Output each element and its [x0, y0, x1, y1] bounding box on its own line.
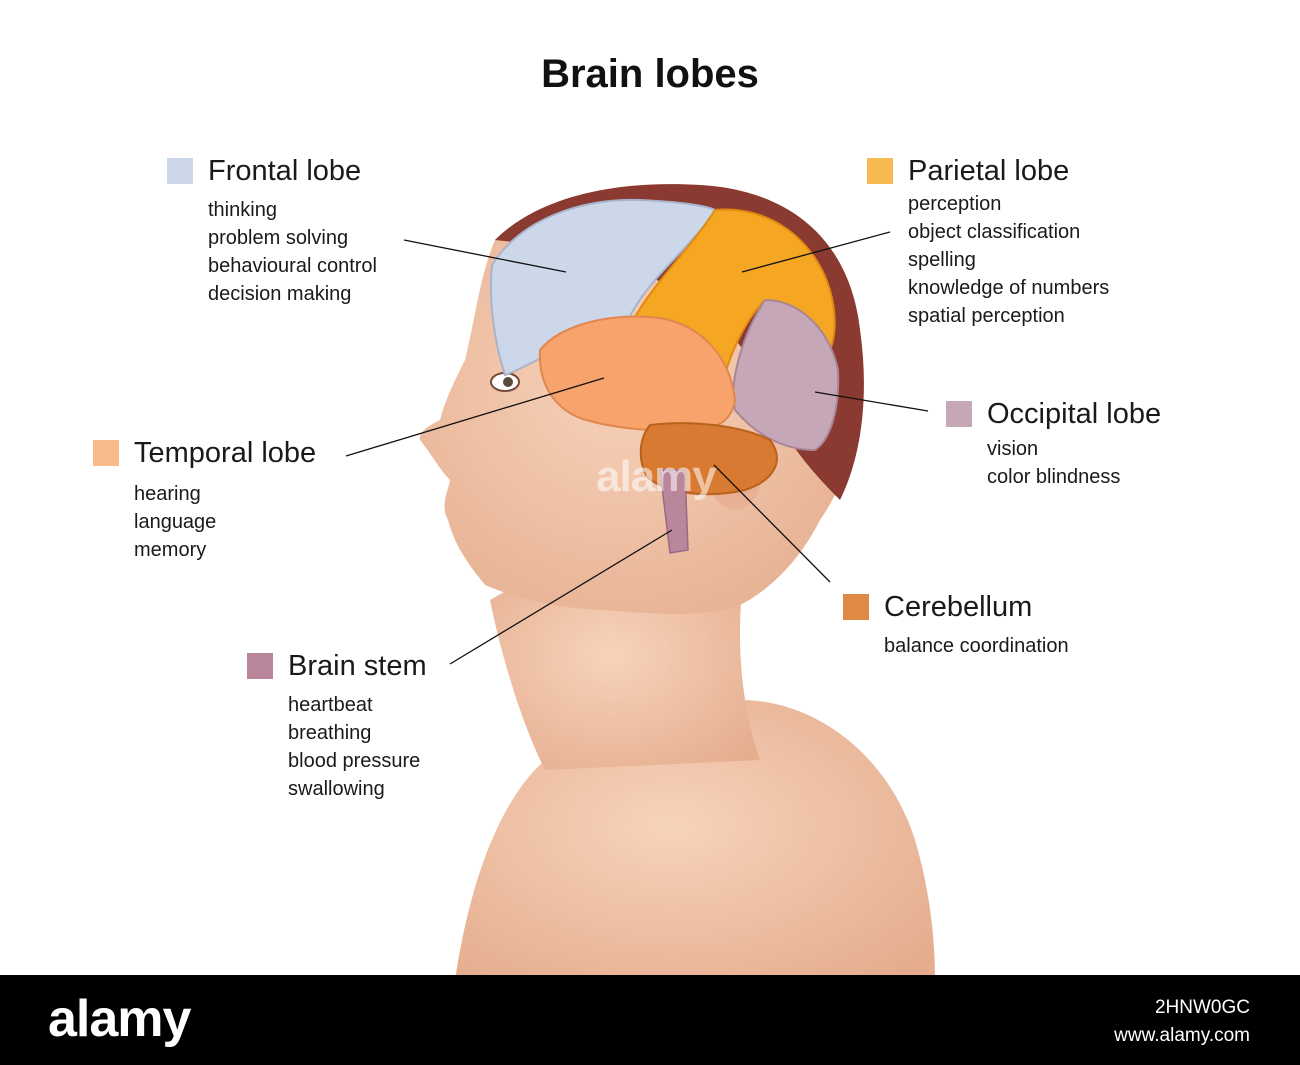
- page-title: Brain lobes: [541, 52, 759, 96]
- shoulders: [455, 700, 935, 975]
- label-temporal-lobe: Temporal lobe hearing language memory: [93, 436, 316, 564]
- brainstem-name: Brain stem: [288, 650, 427, 682]
- parietal-lobe-name: Parietal lobe: [908, 155, 1070, 187]
- function-item: swallowing: [288, 778, 385, 800]
- temporal-lobe-name: Temporal lobe: [134, 437, 317, 469]
- function-item: decision making: [208, 283, 352, 305]
- function-item: behavioural control: [208, 255, 377, 277]
- cerebellum-name: Cerebellum: [884, 591, 1033, 623]
- leader-occipital: [814, 391, 929, 412]
- function-item: language: [134, 511, 217, 533]
- label-cerebellum: Cerebellum balance coordination: [843, 590, 1069, 660]
- leader-brainstem: [449, 529, 673, 665]
- leader-frontal: [403, 239, 567, 273]
- function-item: balance coordination: [884, 635, 1069, 657]
- diagram-stage: alamy Brain lobes Frontal lobe thinking …: [93, 52, 1161, 975]
- brainstem-functions: heartbeat breathing blood pressure swall…: [247, 691, 427, 803]
- frontal-swatch: [167, 158, 193, 184]
- label-parietal-lobe: Parietal lobe perception object classifi…: [867, 154, 1109, 330]
- function-item: heartbeat: [288, 694, 373, 716]
- function-item: hearing: [134, 483, 201, 505]
- brainstem-swatch: [247, 653, 273, 679]
- label-frontal-lobe: Frontal lobe thinking problem solving be…: [167, 154, 377, 308]
- brain-occipital-lobe: [732, 298, 840, 452]
- occipital-lobe-functions: vision color blindness: [946, 435, 1161, 491]
- alamy-logo: alamy: [48, 990, 191, 1048]
- occipital-lobe-name: Occipital lobe: [987, 398, 1162, 430]
- label-brain-stem: Brain stem heartbeat breathing blood pre…: [247, 649, 427, 803]
- image-code: 2HNW0GC: [1154, 997, 1250, 1018]
- function-item: color blindness: [987, 466, 1121, 488]
- brain-frontal-lobe: [489, 198, 717, 377]
- brain-temporal-lobe: [538, 315, 737, 432]
- function-item: object classification: [908, 221, 1081, 243]
- function-item: knowledge of numbers: [908, 277, 1110, 299]
- cerebellum-swatch: [843, 594, 869, 620]
- head-illustration: [345, 184, 935, 975]
- leader-parietal: [741, 231, 891, 273]
- brain-stem: [659, 469, 689, 554]
- function-item: vision: [987, 438, 1039, 460]
- site-url: www.alamy.com: [1114, 1025, 1250, 1046]
- cerebellum-functions: balance coordination: [843, 632, 1069, 660]
- leader-cerebellum: [713, 464, 831, 583]
- function-item: breathing: [288, 722, 372, 744]
- function-item: spatial perception: [908, 305, 1065, 327]
- temporal-swatch: [93, 440, 119, 466]
- watermark-text: alamy: [596, 452, 717, 501]
- temporal-lobe-functions: hearing language memory: [93, 480, 316, 564]
- function-item: spelling: [908, 249, 976, 271]
- eye-iris: [503, 377, 513, 387]
- frontal-lobe-functions: thinking problem solving behavioural con…: [167, 196, 377, 308]
- function-item: problem solving: [208, 227, 349, 249]
- parietal-swatch: [867, 158, 893, 184]
- leader-temporal: [345, 377, 605, 457]
- stock-footer-bar: alamy 2HNW0GC www.alamy.com: [0, 975, 1300, 1065]
- parietal-lobe-functions: perception object classification spellin…: [867, 190, 1109, 330]
- label-occipital-lobe: Occipital lobe vision color blindness: [946, 397, 1161, 491]
- occipital-swatch: [946, 401, 972, 427]
- function-item: memory: [134, 539, 207, 561]
- function-item: thinking: [208, 199, 277, 221]
- function-item: perception: [908, 193, 1002, 215]
- frontal-lobe-name: Frontal lobe: [208, 155, 362, 187]
- function-item: blood pressure: [288, 750, 421, 772]
